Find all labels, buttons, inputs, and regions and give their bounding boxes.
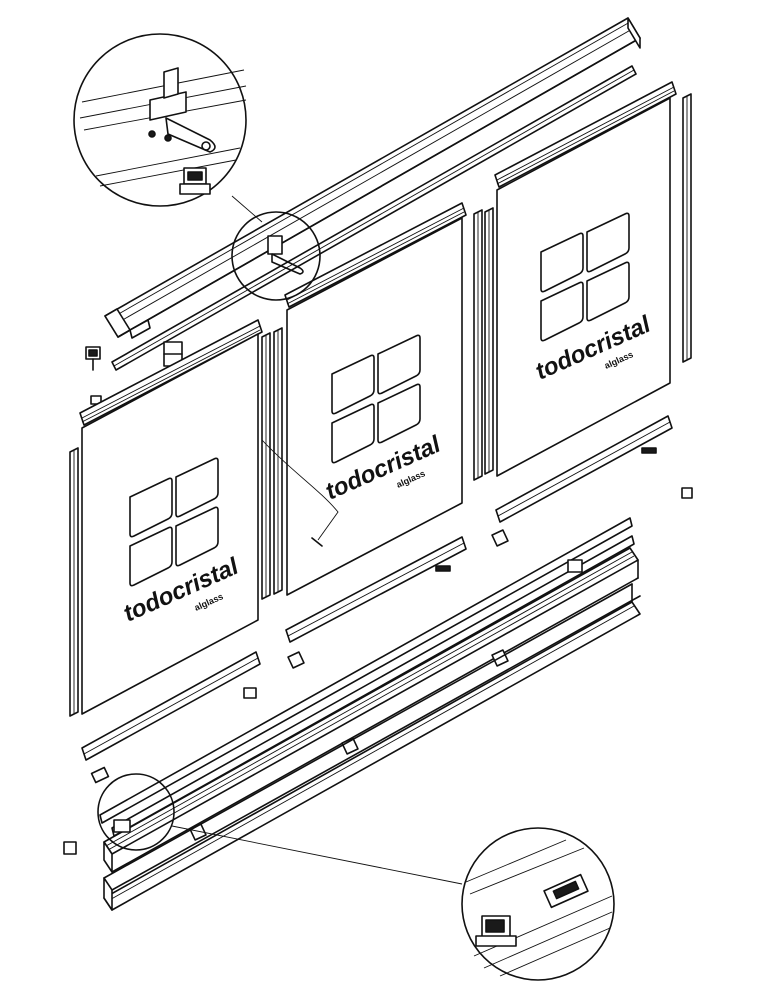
detail-marker-top-contents [267, 235, 304, 275]
detail-leader-bottom [171, 825, 463, 885]
detail-marker-top [231, 211, 321, 301]
logo-window-grid-right [540, 212, 630, 342]
detail-callout-top [73, 33, 247, 207]
bottom-profile-right [491, 415, 693, 547]
bottom-track-rail-inner [103, 547, 639, 873]
detail-marker-bottom [97, 773, 175, 851]
door-panel-middle: todocristal alglass [261, 202, 483, 596]
logo-window-grid-middle [331, 334, 421, 464]
bottom-profile-left [81, 651, 261, 784]
detail-callout-bottom [461, 827, 615, 981]
end-cap-left [63, 841, 77, 855]
bottom-track-rail-outer [103, 583, 641, 911]
door-panel-left: todocristal alglass [69, 319, 271, 717]
bottom-guide-strips [99, 517, 635, 841]
bottom-profile-middle [285, 536, 467, 669]
top-track-rail [104, 17, 641, 338]
logo-window-grid-left [129, 457, 219, 587]
door-panel-right: todocristal alglass [484, 81, 692, 477]
top-hardware [85, 319, 183, 405]
top-guide-strip [111, 65, 637, 371]
detail-leader-top [231, 195, 263, 223]
